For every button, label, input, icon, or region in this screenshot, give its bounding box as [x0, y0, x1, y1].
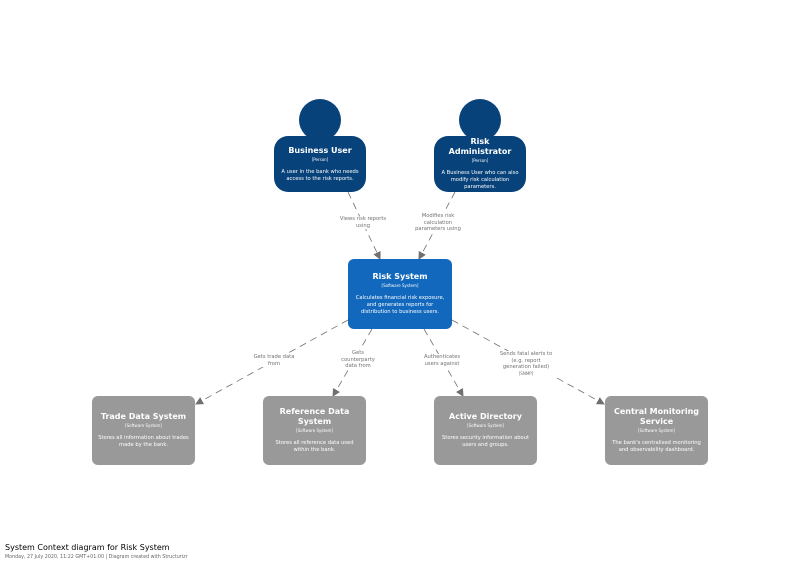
system-reference-data[interactable]: Reference Data System [Software System] … — [263, 396, 366, 465]
edge-label-authenticates-users: Authenticates users against — [418, 354, 466, 368]
system-name: Central Monitoring Service — [613, 407, 699, 426]
system-description: Stores security information about users … — [442, 435, 529, 448]
edge-label-gets-trade-data: Gets trade data from — [248, 354, 300, 368]
system-trade-data[interactable]: Trade Data System [Software System] Stor… — [92, 396, 195, 465]
business-user-head-icon — [299, 99, 341, 141]
diagram-metadata: Monday, 27 July 2020, 11:22 GMT+01:00 | … — [5, 555, 188, 560]
edge-label-text: Sends fatal alerts to (e.g. report gener… — [499, 351, 553, 371]
system-description: Stores all information about trades made… — [98, 435, 189, 448]
person-name: Business User — [288, 145, 352, 155]
system-description: Stores all reference data used within th… — [275, 440, 354, 453]
edge-label-gets-counterparty-data: Gets counterparty data from — [336, 350, 380, 370]
person-risk-administrator[interactable]: Risk Administrator [Person] A Business U… — [434, 136, 526, 192]
system-name: Trade Data System — [100, 412, 187, 421]
edge-label-modifies-parameters: Modifies risk calculation parameters usi… — [410, 213, 466, 233]
person-name: Risk Administrator — [448, 137, 512, 156]
system-description: Calculates financial risk exposure, and … — [355, 295, 445, 315]
system-kind: [Software System] — [381, 283, 419, 288]
system-description: The bank's centralised monitoring and ob… — [612, 440, 701, 453]
system-kind: [Software System] — [638, 428, 675, 433]
system-name: Risk System — [372, 272, 428, 281]
system-name: Reference Data System — [279, 407, 350, 426]
diagram-title: System Context diagram for Risk System — [5, 543, 170, 552]
system-kind: [Software System] — [467, 423, 504, 428]
person-description: A Business User who can also modify risk… — [441, 170, 519, 190]
person-description: A user in the bank who needs access to t… — [281, 168, 359, 182]
system-risk-system[interactable]: Risk System [Software System] Calculates… — [348, 259, 452, 329]
edge-label-views-risk-reports: Views risk reports using — [335, 216, 391, 230]
system-central-monitoring[interactable]: Central Monitoring Service [Software Sys… — [605, 396, 708, 465]
system-kind: [Software System] — [125, 423, 162, 428]
person-business-user[interactable]: Business User [Person] A user in the ban… — [274, 136, 366, 192]
system-name: Active Directory — [449, 412, 522, 421]
edge-label-sends-fatal-alerts: Sends fatal alerts to (e.g. report gener… — [497, 351, 555, 378]
system-kind: [Software System] — [296, 428, 333, 433]
system-active-directory[interactable]: Active Directory [Software System] Store… — [434, 396, 537, 465]
edge-technology: [SNMP] — [518, 370, 534, 376]
risk-administrator-head-icon — [459, 99, 501, 141]
person-kind: [Person] — [311, 156, 329, 162]
person-kind: [Person] — [471, 158, 489, 163]
